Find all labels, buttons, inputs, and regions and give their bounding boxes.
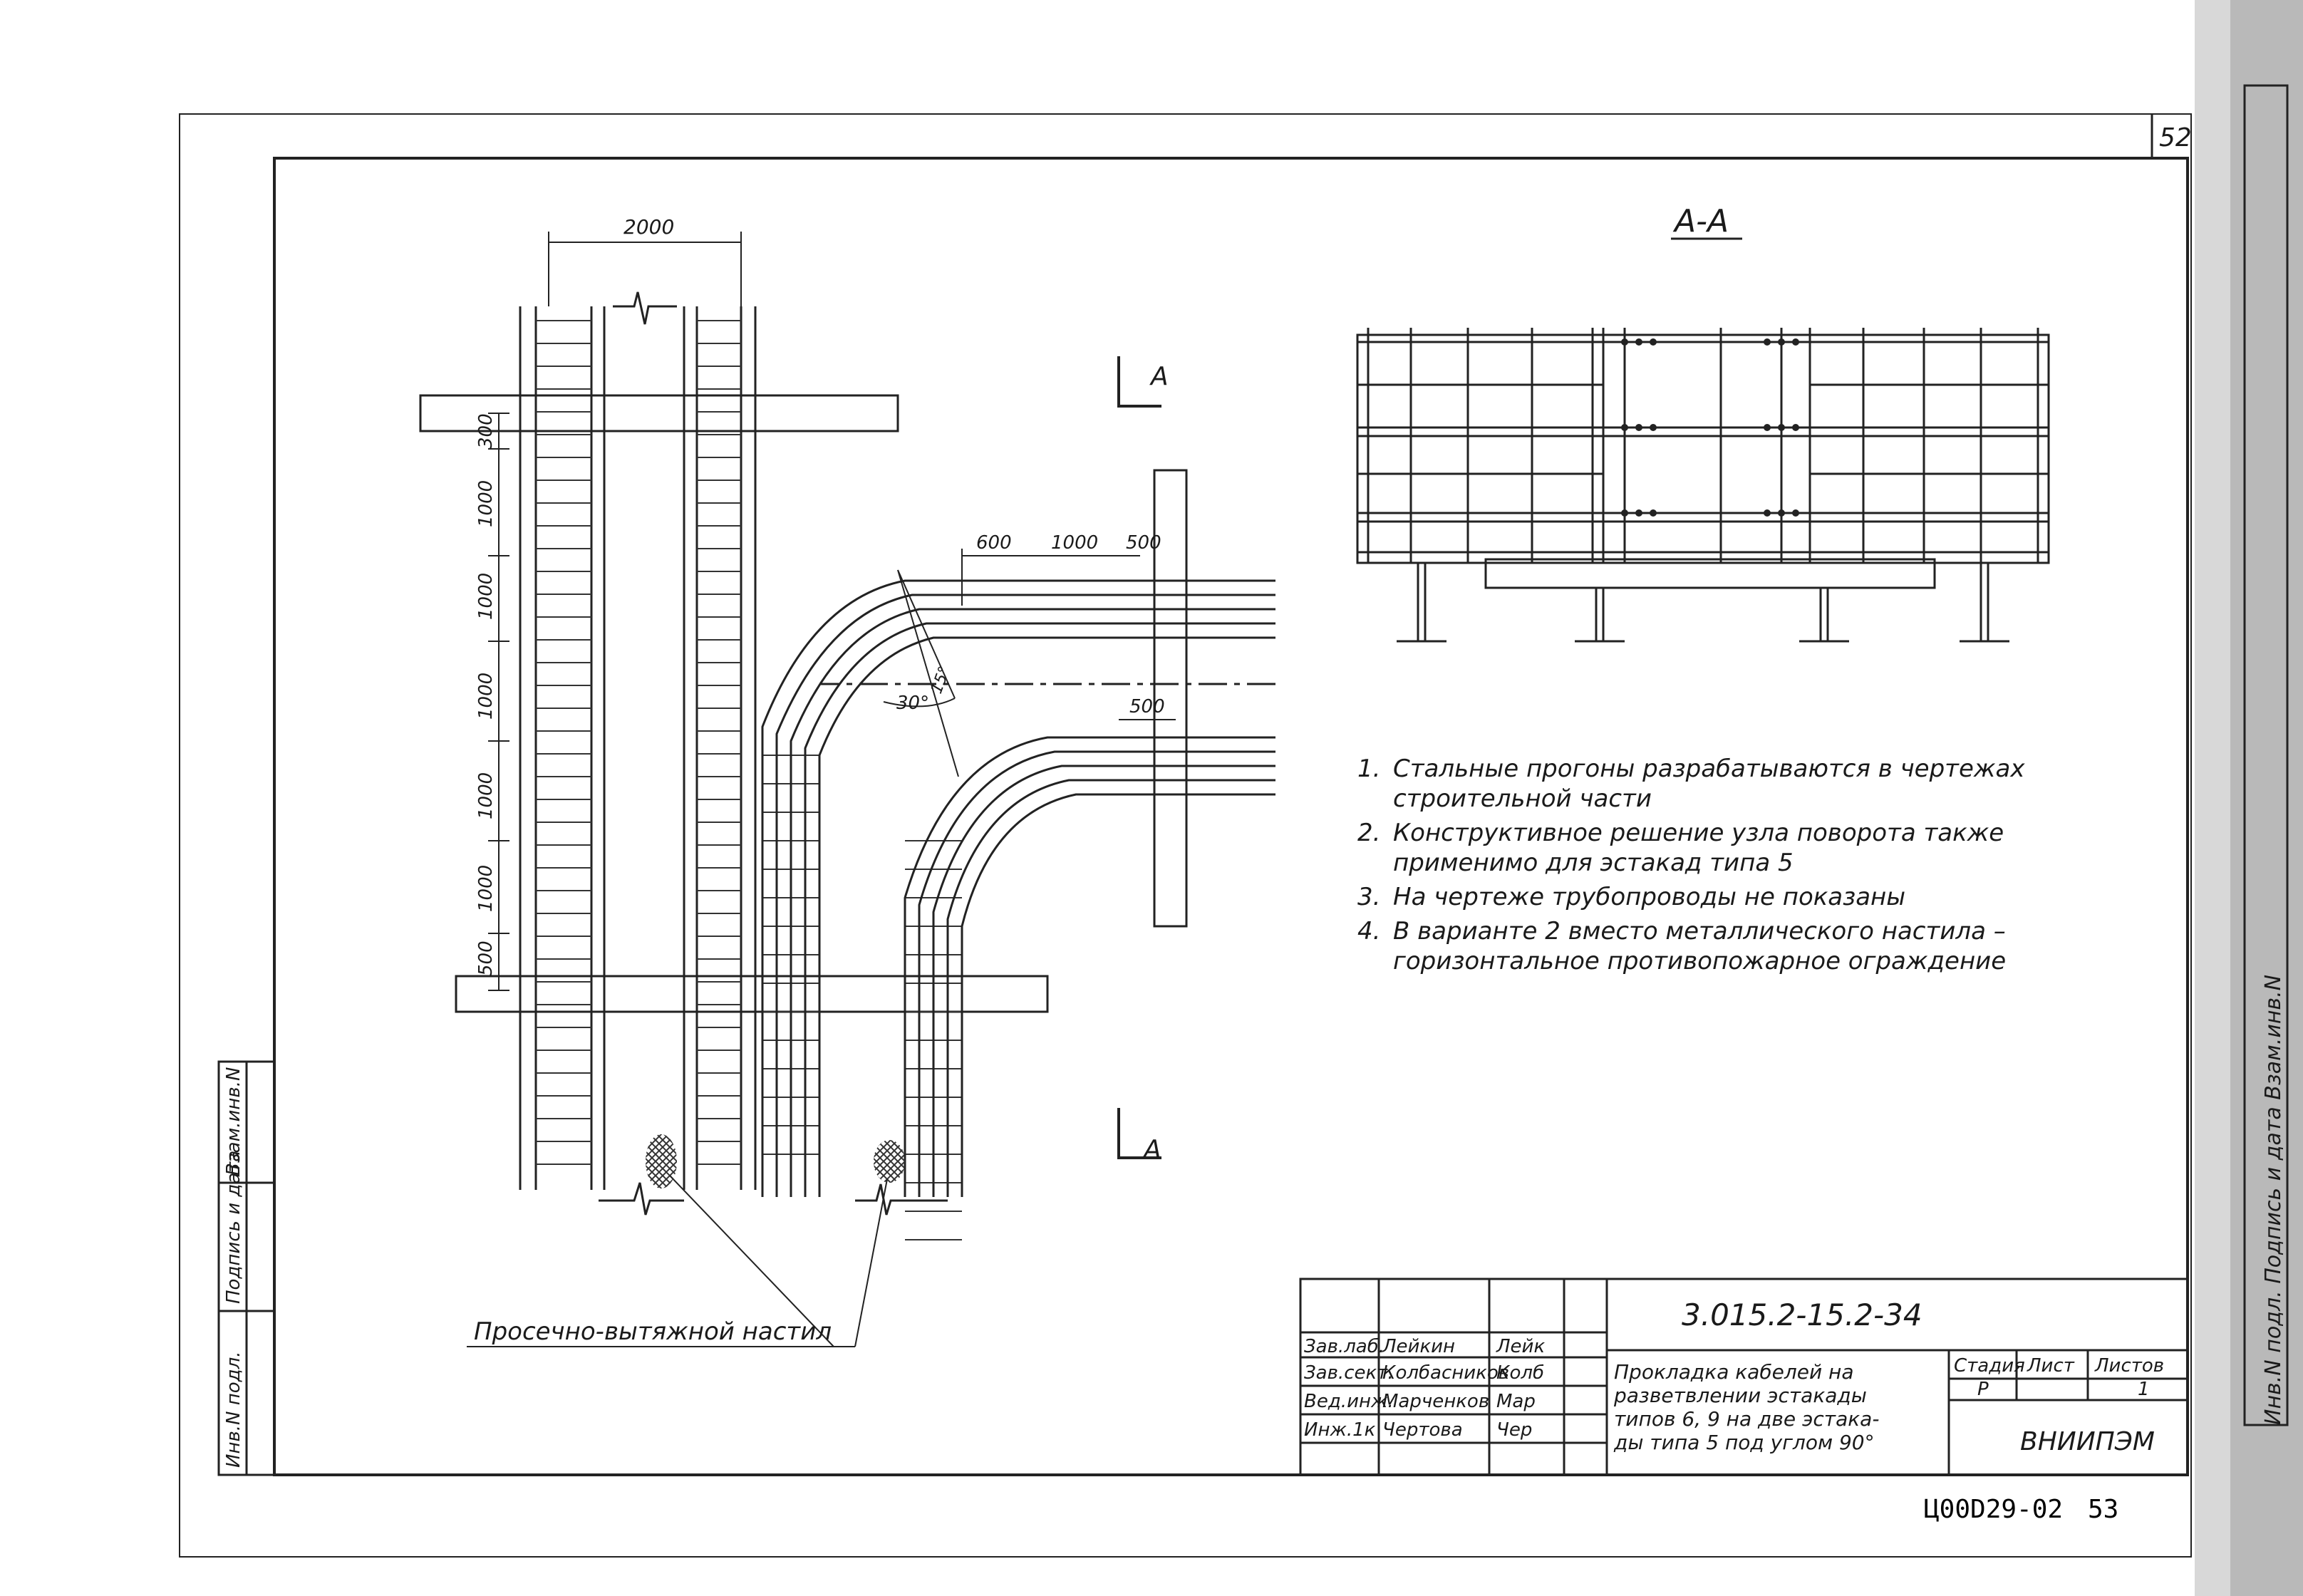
title-description: Прокладка кабелей на разветвлении эстака… [1613, 1360, 1879, 1454]
bottom-code: Ц00D29-02 [1924, 1495, 2063, 1524]
section-markers [1117, 356, 1161, 1159]
section-title: А-А [1672, 203, 1729, 239]
doc-code: 3.015.2-15.2-34 [1682, 1297, 1922, 1332]
side-stamp-right-text: Инв.N подл. Подпись и дата Взам.инв.N [2261, 975, 2286, 1425]
dim-1000: 1000 [1051, 532, 1098, 554]
svg-text:Колб: Колб [1496, 1362, 1544, 1384]
svg-text:Инж.1к: Инж.1к [1304, 1419, 1376, 1441]
svg-text:Колбасников: Колбасников [1382, 1362, 1509, 1384]
svg-text:Стальные прогоны разрабатывают: Стальные прогоны разрабатываются в черте… [1393, 755, 2025, 783]
svg-text:Мар: Мар [1496, 1391, 1536, 1412]
page-number: 52 [2159, 123, 2192, 152]
section-aa-drawing [1356, 328, 2050, 643]
bottom-page: 53 [2088, 1495, 2118, 1524]
svg-text:1000: 1000 [475, 865, 497, 912]
svg-text:строительной части: строительной части [1393, 784, 1652, 813]
svg-text:типов 6, 9 на две эстака-: типов 6, 9 на две эстака- [1614, 1407, 1879, 1431]
svg-text:В варианте 2 вместо металличес: В варианте 2 вместо металлического насти… [1393, 917, 2006, 945]
branch-lower [855, 469, 1275, 1216]
title-stage-cells: Стадия Лист Листов Р 1 [1954, 1355, 2164, 1400]
organization: ВНИИПЭМ [2020, 1427, 2155, 1456]
vertical-trestle [419, 291, 1049, 1216]
side-stamp-replace: Взам.инв.N [223, 1067, 244, 1176]
section-marker-bottom: А [1142, 1135, 1161, 1164]
svg-text:Зав.лаб.: Зав.лаб. [1304, 1336, 1385, 1357]
dimension-chain-left [488, 232, 742, 991]
svg-text:1: 1 [2138, 1379, 2150, 1400]
svg-text:4.: 4. [1357, 917, 1380, 945]
dim-left-labels: 300 1000 1000 1000 1000 1000 500 [475, 413, 497, 976]
angle-15: 15° [928, 664, 954, 696]
svg-text:3.: 3. [1357, 883, 1380, 911]
svg-text:1000: 1000 [475, 772, 497, 819]
dim-500-top: 500 [1126, 532, 1161, 554]
notes: 1. Стальные прогоны разрабатываются в че… [1357, 755, 2025, 975]
mesh-patch-left [646, 1134, 677, 1188]
svg-text:Лейкин: Лейкин [1382, 1336, 1455, 1357]
svg-text:300: 300 [475, 413, 497, 449]
svg-text:На чертеже трубопроводы не пок: На чертеже трубопроводы не показаны [1393, 883, 1905, 911]
svg-text:Листов: Листов [2094, 1355, 2164, 1377]
title-block-frame [1299, 1278, 2189, 1476]
sheet-frame [179, 113, 2192, 1558]
side-stamp-inv: Инв.N подл. [223, 1351, 244, 1468]
svg-text:2.: 2. [1357, 819, 1380, 847]
angle-30: 30° [896, 693, 929, 714]
svg-text:Чертова: Чертова [1382, 1419, 1463, 1441]
svg-text:применимо для эстакад типа 5: применимо для эстакад типа 5 [1393, 849, 1794, 877]
svg-text:1000: 1000 [475, 673, 497, 720]
svg-text:разветвлении эстакады: разветвлении эстакады [1613, 1384, 1867, 1407]
svg-text:1000: 1000 [475, 480, 497, 527]
svg-text:500: 500 [475, 940, 497, 976]
branch-upper [761, 579, 1275, 1197]
svg-text:1.: 1. [1357, 755, 1380, 783]
dim-500-lower: 500 [1129, 696, 1165, 717]
dim-2000: 2000 [623, 215, 674, 239]
mesh-patch-right [874, 1140, 905, 1183]
svg-text:Вед.инж.: Вед.инж. [1304, 1391, 1394, 1412]
section-cable-dots [1621, 338, 1799, 517]
section-marker-top: А [1149, 362, 1169, 391]
svg-text:Марченков: Марченков [1382, 1391, 1489, 1412]
svg-text:горизонтальное противопожарное: горизонтальное противопожарное ограждени… [1393, 947, 2006, 975]
svg-text:1000: 1000 [475, 573, 497, 620]
leader-lines [467, 1175, 888, 1347]
angle-marks [883, 549, 1140, 777]
svg-text:Р: Р [1977, 1379, 1989, 1400]
side-stamp-sign: Подпись и дата [223, 1151, 244, 1304]
svg-text:Стадия: Стадия [1954, 1355, 2025, 1377]
svg-text:Зав.сект.: Зав.сект. [1304, 1362, 1394, 1384]
side-stamp-right [2243, 84, 2289, 1426]
leader-label: Просечно-вытяжной настил [474, 1317, 832, 1346]
tray-rungs [536, 320, 962, 1240]
side-stamp-left [217, 1060, 276, 1476]
dim-600: 600 [976, 532, 1012, 554]
svg-text:Конструктивное решение узла по: Конструктивное решение узла поворота так… [1393, 819, 2004, 847]
svg-text:Лейк: Лейк [1496, 1336, 1545, 1357]
svg-text:Чер: Чер [1496, 1419, 1532, 1441]
svg-text:Прокладка кабелей на: Прокладка кабелей на [1614, 1360, 1854, 1384]
signers: Зав.лаб. Лейкин Лейк Зав.сект. Колбасник… [1304, 1336, 1545, 1441]
svg-text:Лист: Лист [2027, 1355, 2075, 1377]
svg-text:ды типа 5 под углом 90°: ды типа 5 под углом 90° [1613, 1431, 1875, 1454]
